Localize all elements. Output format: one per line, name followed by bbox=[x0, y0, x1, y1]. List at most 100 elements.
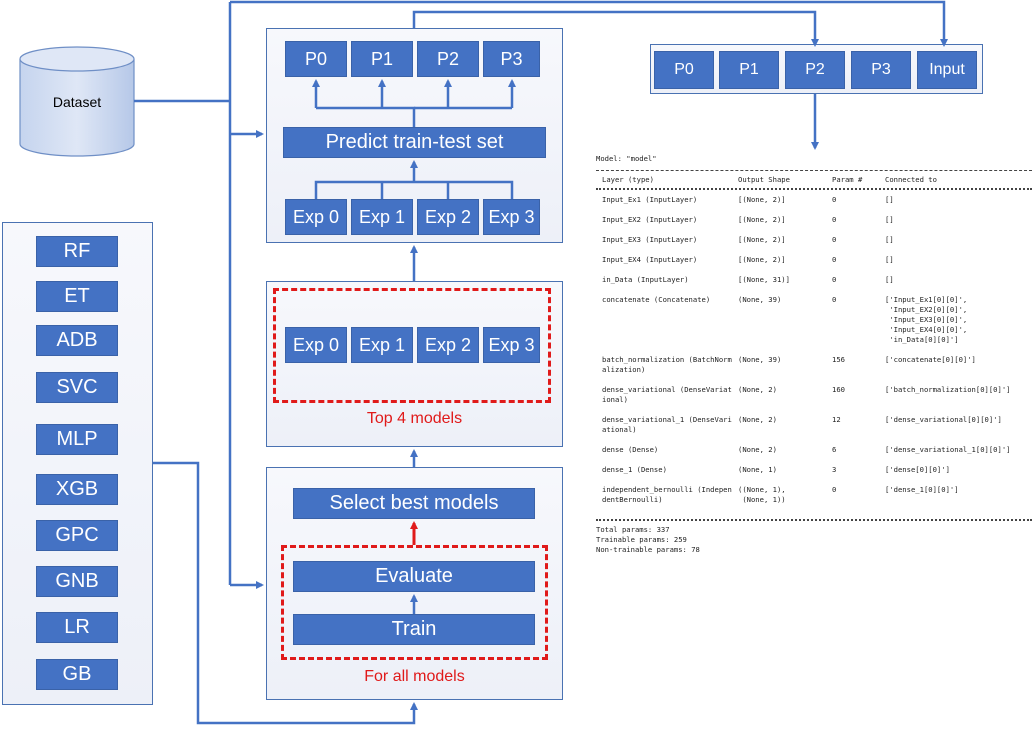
all-models-dashed-group bbox=[281, 545, 548, 660]
dataset-label: Dataset bbox=[52, 94, 102, 110]
summary-connected-cell: ['dense_variational_1[0][0]'] bbox=[885, 445, 1011, 454]
non-trainable-params: Non-trainable params: 78 bbox=[596, 545, 700, 554]
top-expert-1: Exp 1 bbox=[351, 327, 413, 363]
summary-connected-cell: ['dense[0][0]'] bbox=[885, 465, 950, 474]
arrow-classifiers-to-train bbox=[153, 461, 418, 725]
summary-connected-cell: [] bbox=[885, 255, 894, 264]
classifier-rf: RF bbox=[36, 236, 118, 267]
summary-shape-cell: (None, 2) bbox=[738, 385, 777, 394]
header-connected: Connected to bbox=[885, 175, 937, 184]
summary-connected-cell: [] bbox=[885, 275, 894, 284]
predict-expert-3: Exp 3 bbox=[483, 199, 540, 235]
summary-shape-cell: [(None, 2)] bbox=[738, 195, 786, 204]
summary-layer-cell: Input_EX3 (InputLayer) bbox=[602, 235, 698, 244]
classifier-gpc: GPC bbox=[36, 520, 118, 551]
predict-expert-0: Exp 0 bbox=[285, 199, 347, 235]
top-expert-0: Exp 0 bbox=[285, 327, 347, 363]
summary-shape-cell: (None, 1) bbox=[738, 465, 777, 474]
summary-params-cell: 156 bbox=[832, 355, 845, 364]
summary-rule-bottom bbox=[596, 519, 1032, 521]
predict-train-test-box: Predict train-test set bbox=[283, 127, 546, 158]
summary-params-cell: 0 bbox=[832, 215, 837, 224]
top-models-caption: Top 4 models bbox=[366, 410, 463, 427]
summary-layer-cell: dense_variational_1 (DenseVari ational) bbox=[602, 415, 732, 434]
prediction-p3: P3 bbox=[483, 41, 540, 77]
summary-params-cell: 0 bbox=[832, 275, 837, 284]
summary-params-cell: 0 bbox=[832, 295, 837, 304]
summary-shape-cell: (None, 2) bbox=[738, 415, 777, 424]
summary-layer-cell: dense_1 (Dense) bbox=[602, 465, 667, 474]
summary-connected-cell: ['dense_1[0][0]'] bbox=[885, 485, 959, 494]
classifier-svc: SVC bbox=[36, 372, 118, 403]
classifier-gb: GB bbox=[36, 659, 118, 690]
input-bar-input: Input bbox=[917, 51, 977, 89]
top-models-panel bbox=[266, 281, 563, 447]
summary-params-cell: 12 bbox=[832, 415, 841, 424]
header-layer: Layer (type) bbox=[602, 175, 654, 184]
summary-layer-cell: independent_bernoulli (Indepen dentBerno… bbox=[602, 485, 732, 504]
summary-shape-cell: (None, 2) bbox=[738, 445, 777, 454]
top-expert-3: Exp 3 bbox=[483, 327, 540, 363]
summary-shape-cell: [(None, 2)] bbox=[738, 255, 786, 264]
summary-connected-cell: [] bbox=[885, 215, 894, 224]
summary-layer-cell: in_Data (InputLayer) bbox=[602, 275, 689, 284]
summary-params-cell: 0 bbox=[832, 235, 837, 244]
summary-connected-cell: ['dense_variational[0][0]'] bbox=[885, 415, 1002, 424]
summary-params-cell: 3 bbox=[832, 465, 837, 474]
summary-shape-cell: [(None, 2)] bbox=[738, 215, 786, 224]
summary-shape-cell: [(None, 2)] bbox=[738, 235, 786, 244]
predict-expert-2: Exp 2 bbox=[417, 199, 479, 235]
summary-layer-cell: batch_normalization (BatchNorm alization… bbox=[602, 355, 732, 374]
summary-rule-top bbox=[596, 170, 1032, 171]
summary-layer-cell: Input_EX2 (InputLayer) bbox=[602, 215, 698, 224]
header-output-shape: Output Shape bbox=[738, 175, 790, 184]
total-params: Total params: 337 bbox=[596, 525, 670, 534]
summary-layer-cell: concatenate (Concatenate) bbox=[602, 295, 711, 304]
select-best-models-box: Select best models bbox=[293, 488, 535, 519]
input-bar-p1: P1 bbox=[719, 51, 779, 89]
summary-shape-cell: [(None, 31)] bbox=[738, 275, 790, 284]
classifier-adb: ADB bbox=[36, 325, 118, 356]
summary-rule-header bbox=[596, 188, 1032, 190]
summary-params-cell: 6 bbox=[832, 445, 837, 454]
all-models-caption: For all models bbox=[364, 668, 465, 685]
summary-layer-cell: Input_Ex1 (InputLayer) bbox=[602, 195, 698, 204]
summary-connected-cell: ['batch_normalization[0][0]'] bbox=[885, 385, 1011, 394]
prediction-p2: P2 bbox=[417, 41, 479, 77]
arrow-predict-to-p2 bbox=[412, 10, 819, 47]
summary-layer-cell: Input_EX4 (InputLayer) bbox=[602, 255, 698, 264]
summary-params-cell: 0 bbox=[832, 485, 837, 494]
top-models-dashed-group bbox=[273, 288, 551, 403]
prediction-p0: P0 bbox=[285, 41, 347, 77]
summary-params-cell: 160 bbox=[832, 385, 845, 394]
summary-shape-cell: (None, 39) bbox=[738, 355, 782, 364]
summary-shape-cell: (None, 39) bbox=[738, 295, 782, 304]
prediction-p1: P1 bbox=[351, 41, 413, 77]
input-bar-p3: P3 bbox=[851, 51, 911, 89]
classifier-xgb: XGB bbox=[36, 474, 118, 505]
summary-connected-cell: ['Input_Ex1[0][0]', 'Input_EX2[0][0]', '… bbox=[885, 295, 968, 344]
evaluate-box: Evaluate bbox=[293, 561, 535, 592]
arrow-top-to-input bbox=[230, 0, 948, 47]
model-summary: Model: "model" Layer (type) Output Shape… bbox=[596, 150, 1036, 570]
classifier-gnb: GNB bbox=[36, 566, 118, 597]
summary-params-cell: 0 bbox=[832, 255, 837, 264]
predict-expert-1: Exp 1 bbox=[351, 199, 413, 235]
summary-layer-cell: dense_variational (DenseVariat ional) bbox=[602, 385, 732, 404]
summary-shape-cell: ((None, 1), (None, 1)) bbox=[738, 485, 786, 504]
model-summary-title: Model: "model" bbox=[596, 154, 657, 163]
train-box: Train bbox=[293, 614, 535, 645]
classifier-mlp: MLP bbox=[36, 424, 118, 455]
top-expert-2: Exp 2 bbox=[417, 327, 479, 363]
summary-connected-cell: [] bbox=[885, 195, 894, 204]
summary-connected-cell: [] bbox=[885, 235, 894, 244]
trainable-params: Trainable params: 259 bbox=[596, 535, 687, 544]
header-params: Param # bbox=[832, 175, 863, 184]
classifier-et: ET bbox=[36, 281, 118, 312]
dataset-cylinder-icon bbox=[19, 46, 135, 157]
input-bar-p2: P2 bbox=[785, 51, 845, 89]
summary-layer-cell: dense (Dense) bbox=[602, 445, 659, 454]
input-bar-p0: P0 bbox=[654, 51, 714, 89]
summary-connected-cell: ['concatenate[0][0]'] bbox=[885, 355, 976, 364]
classifier-lr: LR bbox=[36, 612, 118, 643]
